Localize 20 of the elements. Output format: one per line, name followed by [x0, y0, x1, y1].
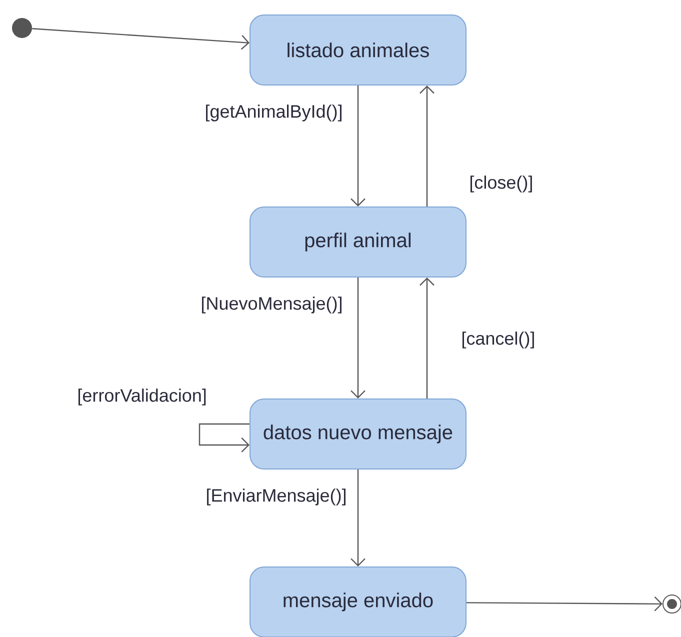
transition-arrow [350, 277, 366, 398]
final-state [662, 594, 681, 614]
edge-label: [cancel()] [460, 330, 536, 350]
edge-label: [errorValidacion] [76, 388, 208, 406]
state-box: datos nuevo mensaje [250, 398, 466, 470]
edge-label: [EnviarMensaje()] [204, 488, 348, 506]
state-box: perfil animal [250, 206, 466, 278]
transition-arrow [420, 86, 434, 206]
transition-arrow [32, 28, 250, 50]
transition-arrow [350, 469, 366, 566]
edge-label: [NuevoMensaje()] [200, 296, 344, 314]
edge-label: [getAnimalById()] [204, 104, 344, 122]
state-box: mensaje enviado [250, 566, 466, 637]
state-box: listado animales [250, 14, 466, 86]
transition-arrow [466, 596, 662, 612]
transition-arrow [350, 86, 366, 206]
transition-arrow [420, 278, 434, 398]
edge-label: [close()] [468, 174, 534, 194]
initial-state [12, 18, 32, 38]
transition-arrow [198, 423, 250, 452]
